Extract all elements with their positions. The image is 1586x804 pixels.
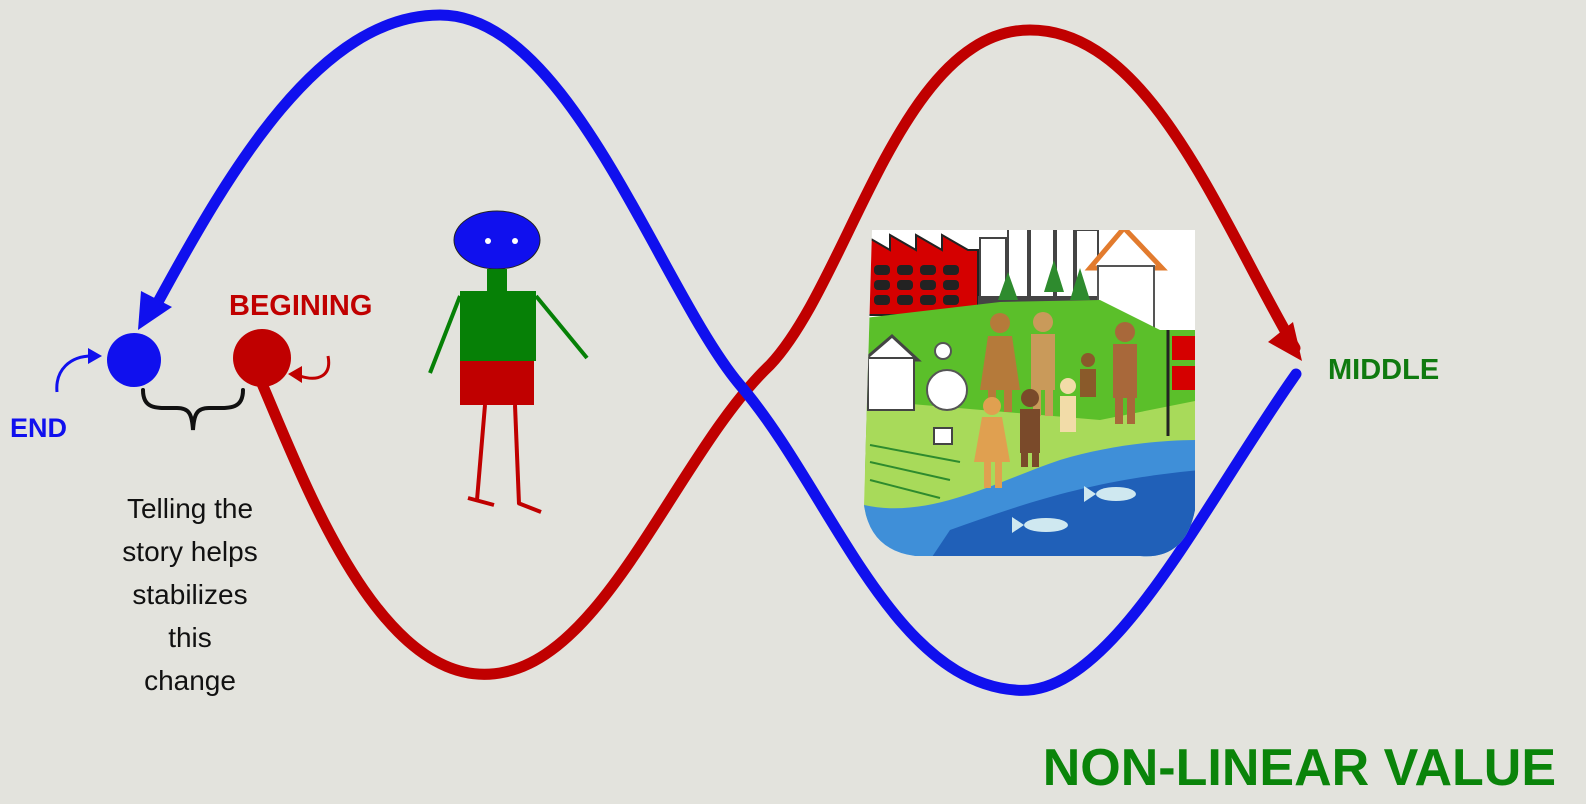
caption-line: stabilizes [132,579,248,610]
end-node [107,333,161,387]
middle-label: MIDDLE [1328,354,1440,386]
red-loop-path [251,24,1301,680]
diagram-title: NON-LINEAR VALUE [1042,739,1556,797]
red-arrowhead-middle [1268,322,1302,361]
caption-line: change [144,665,236,696]
stick-figure-icon [428,210,589,514]
end-label: END [10,413,68,443]
blue-arrowhead-end [138,291,172,330]
community-environment-illustration [864,230,1195,557]
curly-brace-icon [141,388,245,431]
beginning-node [233,329,291,387]
end-pointer-arrow-icon [55,348,102,393]
beginning-pointer-arrow-icon [288,355,331,383]
blue-loop-path [152,9,1302,696]
caption-line: Telling the [126,493,254,524]
beginning-label: BEGINING [229,290,373,322]
caption-line: story helps [122,536,258,567]
caption-line: this [168,622,212,653]
caption-text: Telling the story helps stabilizes this … [95,487,285,702]
